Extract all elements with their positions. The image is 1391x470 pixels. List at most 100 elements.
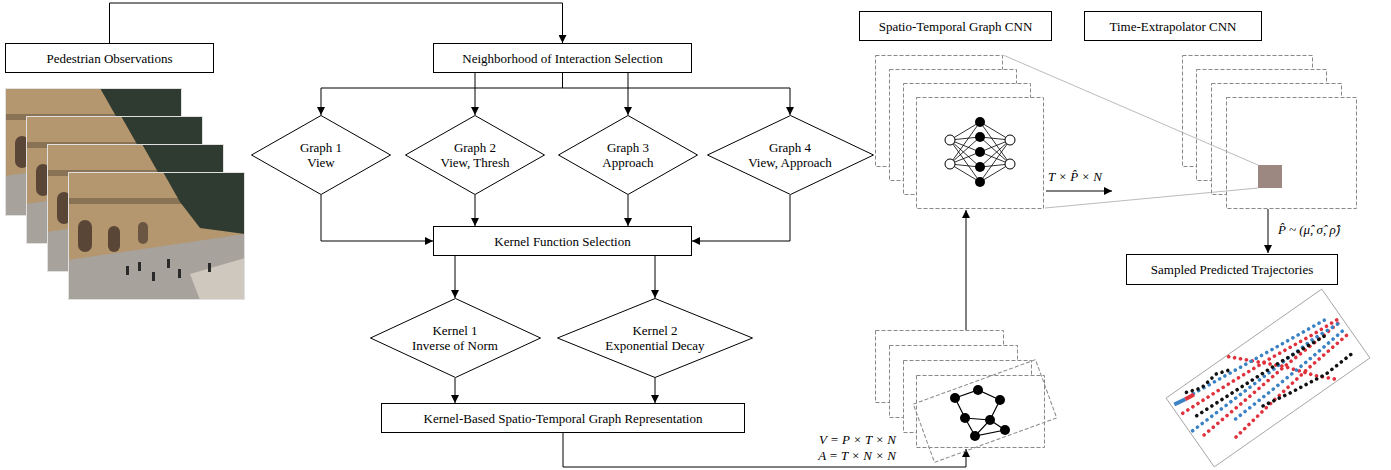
video-frame [68, 172, 245, 300]
stage-title: Time-Extrapolator CNN [1084, 11, 1262, 41]
node-title: Sampled Predicted Trajectories [1151, 262, 1313, 277]
net-unit [975, 132, 985, 142]
graph-node [950, 393, 960, 403]
node-title: Time-Extrapolator CNN [1110, 19, 1237, 34]
formula-label: P̂ ~ (μ̂, σ̂, ρ̂) [1276, 222, 1342, 237]
node-subtitle: View, Thresh [441, 155, 510, 170]
connector-arrow [628, 195, 629, 226]
node-title: Spatio-Temporal Graph CNN [879, 19, 1033, 34]
net-unit [1005, 135, 1015, 145]
net-links [950, 122, 1010, 182]
graph-node [995, 395, 1005, 405]
connector-arrow [475, 195, 476, 226]
node-title: Graph 2 [454, 140, 496, 155]
output-box: Sampled Predicted Trajectories [1126, 254, 1338, 285]
trajectory-plot [1166, 289, 1370, 467]
connector-arrow [655, 378, 656, 403]
net-unit [975, 177, 985, 187]
graph-edges [955, 390, 1005, 436]
diamond-shape [370, 299, 540, 378]
connector-arrow [563, 73, 791, 115]
node-title: Graph 4 [769, 140, 811, 155]
net-unit [975, 162, 985, 172]
graph-node [985, 415, 995, 425]
node-title: Kernel 1 [432, 323, 477, 338]
net-unit [975, 147, 985, 157]
observed-path [1185, 394, 1194, 401]
trajectory [1189, 320, 1343, 430]
connector-arrow [455, 378, 456, 403]
graph-input-line [563, 433, 966, 467]
connector-arrow [628, 73, 629, 115]
node-title: Kernel-Based Spatio-Temporal Graph Repre… [424, 411, 703, 426]
graph-input-stack [876, 331, 1057, 463]
decision-diamond: Kernel 1Inverse of Norm [370, 298, 541, 378]
node-title: Pedestrian Observations [46, 51, 172, 66]
connector-arrow [455, 256, 456, 298]
node-title: Kernel 2 [632, 323, 677, 338]
diamond-shape [558, 299, 753, 378]
graph-node [973, 385, 983, 395]
cnn-frame [1227, 98, 1357, 209]
diamond-shape [707, 116, 873, 195]
photo-stack [5, 88, 245, 300]
trajectory [1197, 330, 1324, 423]
connector-arrow [692, 195, 790, 241]
process-box: Kernel-Based Spatio-Temporal Graph Repre… [381, 403, 745, 433]
stage-title: Spatio-Temporal Graph CNN [859, 11, 1052, 41]
formula-label: V = P × T × N [817, 432, 898, 447]
graph-node [970, 431, 980, 441]
cnn-frame [917, 98, 1044, 209]
trajectory [1229, 330, 1350, 419]
decision-diamond: Kernel 2Exponential Decay [557, 298, 753, 378]
diamond-shape [559, 116, 698, 195]
node-title: Graph 3 [607, 140, 649, 155]
connector-arrow [321, 195, 433, 241]
connector-arrow [655, 256, 656, 298]
trajectory [1229, 314, 1336, 423]
diamond-shape [406, 116, 545, 195]
decision-diamond: Graph 2View, Thresh [405, 115, 545, 195]
connector-arrow [321, 73, 563, 115]
node-subtitle: View [307, 155, 334, 170]
trajectory [1186, 364, 1231, 398]
connector-arrow [110, 3, 563, 43]
graph-cnn-stack [876, 56, 1044, 209]
node-title: Graph 1 [300, 140, 342, 155]
diamond-shape [252, 116, 391, 195]
flow-arrow [966, 210, 967, 330]
flow-arrow [1268, 209, 1269, 253]
input-box: Pedestrian Observations [5, 43, 214, 73]
projection-lines [1003, 55, 1258, 208]
kernel-cell [1258, 165, 1282, 188]
node-subtitle: Inverse of Norm [412, 338, 498, 353]
formula-label: A = T × N × N [816, 448, 898, 463]
net-unit [945, 159, 955, 169]
formula-label: T × P̂ × N [1046, 169, 1104, 184]
observed-path [1174, 398, 1185, 407]
time-cnn-stack [1183, 56, 1357, 209]
net-unit [1005, 159, 1015, 169]
node-subtitle: Exponential Decay [605, 338, 704, 353]
node-title: Neighborhood of Interaction Selection [462, 51, 662, 66]
decision-diamond: Graph 1View [251, 115, 391, 195]
flow-arrow [1046, 191, 1112, 192]
decision-diamond: Graph 3Approach [558, 115, 698, 195]
graph-node [1000, 425, 1010, 435]
node-subtitle: View, Approach [748, 155, 832, 170]
rotated-frame [913, 360, 1056, 463]
node-subtitle: Approach [602, 155, 653, 170]
process-box: Kernel Function Selection [433, 226, 692, 256]
graph-icon [950, 385, 1010, 441]
net-unit [945, 135, 955, 145]
node-title: Kernel Function Selection [494, 234, 630, 249]
decision-diamond: Graph 4View, Approach [707, 115, 874, 195]
trajectory [1225, 335, 1359, 437]
process-box: Neighborhood of Interaction Selection [433, 43, 692, 73]
neural-net-icon [945, 117, 1015, 187]
trajectory [1193, 308, 1324, 406]
connector-arrow [475, 73, 476, 115]
net-unit [975, 117, 985, 127]
trajectory [1263, 346, 1355, 414]
